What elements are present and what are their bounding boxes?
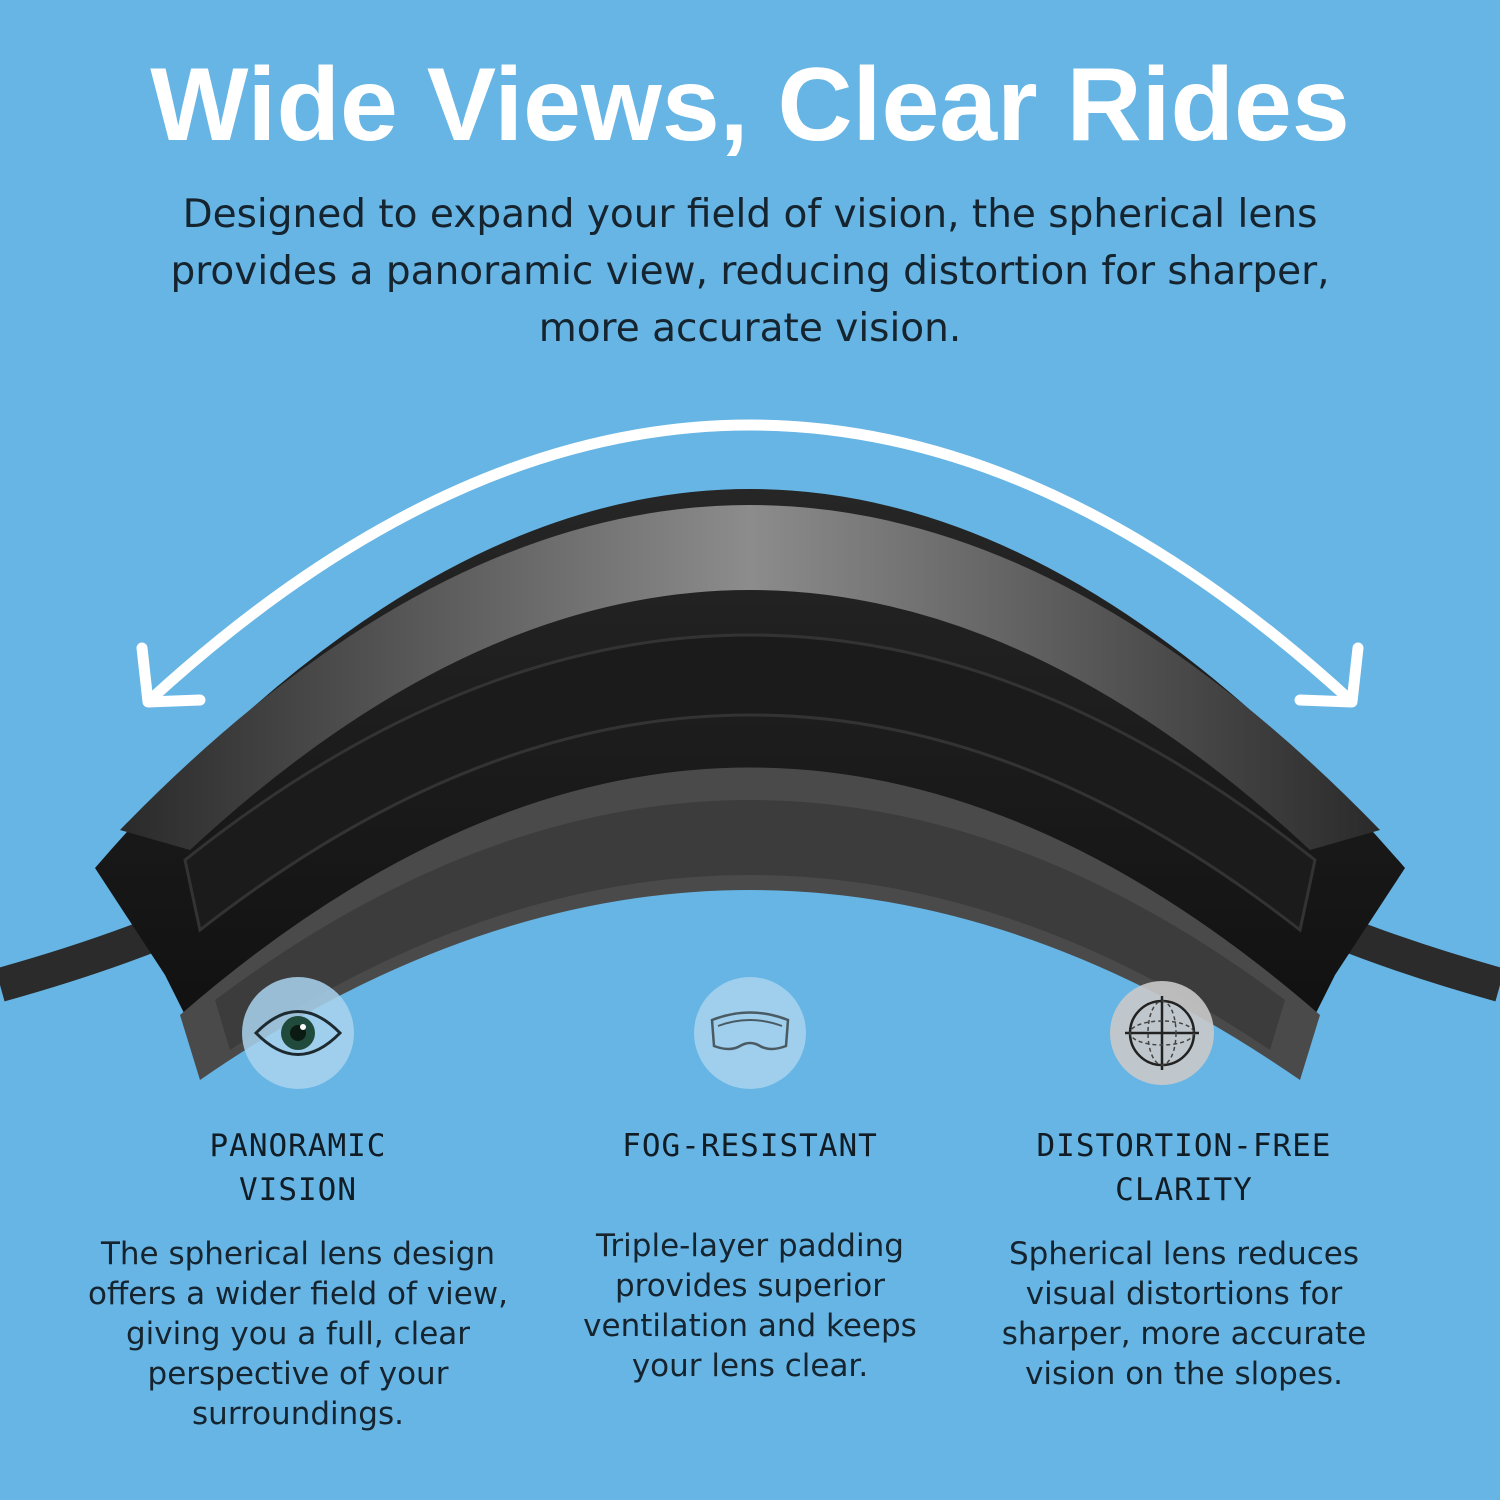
feature-description: The spherical lens design offers a wider… — [87, 1236, 509, 1432]
page-title: Wide Views, Clear Rides — [150, 47, 1350, 163]
feature-title: FOG-RESISTANT — [622, 1128, 878, 1164]
feature-fog-resistant: FOG-RESISTANT Triple-layer padding provi… — [510, 1124, 990, 1386]
page-subtitle: Designed to expand your field of vision,… — [170, 192, 1330, 351]
feature-description: Spherical lens reduces visual distortion… — [1001, 1236, 1367, 1392]
feature-title: DISTORTION-FREE CLARITY — [1036, 1128, 1332, 1208]
field-of-view-arrow — [136, 419, 1364, 708]
goggles-lens — [120, 505, 1380, 850]
globe-crosshair-icon — [1110, 981, 1214, 1085]
feature-description: Triple-layer padding provides superior v… — [583, 1228, 917, 1384]
feature-panoramic-vision: PANORAMIC VISION The spherical lens desi… — [58, 1124, 538, 1434]
goggles-felt-pad — [183, 633, 1317, 933]
feature-distortion-free-clarity: DISTORTION-FREE CLARITY Spherical lens r… — [944, 1124, 1424, 1394]
goggles-icon — [694, 977, 806, 1089]
eye-icon — [242, 977, 354, 1089]
feature-title: PANORAMIC VISION — [209, 1128, 387, 1208]
goggles-foam-padding — [180, 767, 1320, 1080]
